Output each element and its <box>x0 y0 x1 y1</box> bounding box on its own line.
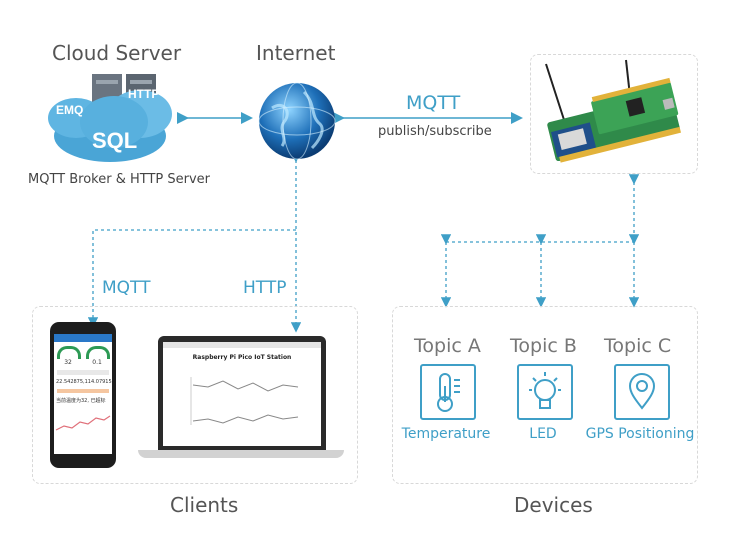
mqtt-client-line <box>87 229 296 328</box>
cloud-http-label: HTTP <box>128 87 159 101</box>
internet-title: Internet <box>256 41 336 65</box>
topic-c-name: Topic C <box>604 335 672 357</box>
laptop-screen: Raspberry Pi Pico IoT Station <box>163 342 321 446</box>
topic-a-name: Topic A <box>414 335 481 357</box>
laptop-device: Raspberry Pi Pico IoT Station <box>158 336 326 450</box>
cloud-server-icon: EMQ HTTP SQL <box>40 68 180 172</box>
cloud-sql-label: SQL <box>92 128 137 153</box>
devices-frame <box>392 306 698 484</box>
phone-status-text: 当前温度为32, 已超标 <box>56 398 106 404</box>
phone-gps-text: 22.542875,114.079152 <box>56 379 112 385</box>
device-board-frame <box>530 54 698 174</box>
topic-b-name: Topic B <box>510 335 577 357</box>
top-link-mode: publish/subscribe <box>378 124 492 139</box>
clients-http-label: HTTP <box>243 278 287 298</box>
clients-title: Clients <box>170 493 239 517</box>
phone-device: 32 0.1 22.542875,114.079152 当前温度为32, 已超标 <box>50 322 116 468</box>
top-link-protocol: MQTT <box>406 92 461 114</box>
phone-value-1: 32 <box>64 359 72 366</box>
laptop-page-title: Raspberry Pi Pico IoT Station <box>192 354 292 361</box>
laptop-base <box>138 450 344 458</box>
phone-value-2: 0.1 <box>92 359 102 366</box>
cloud-emq-label: EMQ <box>56 103 83 117</box>
topic-c-label: GPS Positioning <box>585 426 695 442</box>
pico-board-image <box>538 58 694 172</box>
clients-frame <box>32 306 358 484</box>
lightbulb-icon <box>517 364 573 420</box>
cloud-server-title: Cloud Server <box>52 41 182 65</box>
phone-screen: 32 0.1 22.542875,114.079152 当前温度为32, 已超标 <box>54 334 112 454</box>
globe-icon <box>254 78 340 168</box>
cloud-server-subtitle: MQTT Broker & HTTP Server <box>28 172 211 187</box>
location-pin-icon <box>614 364 670 420</box>
topic-a-label: Temperature <box>401 426 491 442</box>
topic-b-label: LED <box>529 426 557 442</box>
thermometer-icon <box>420 364 476 420</box>
clients-mqtt-label: MQTT <box>102 278 151 298</box>
devices-title: Devices <box>514 493 593 517</box>
